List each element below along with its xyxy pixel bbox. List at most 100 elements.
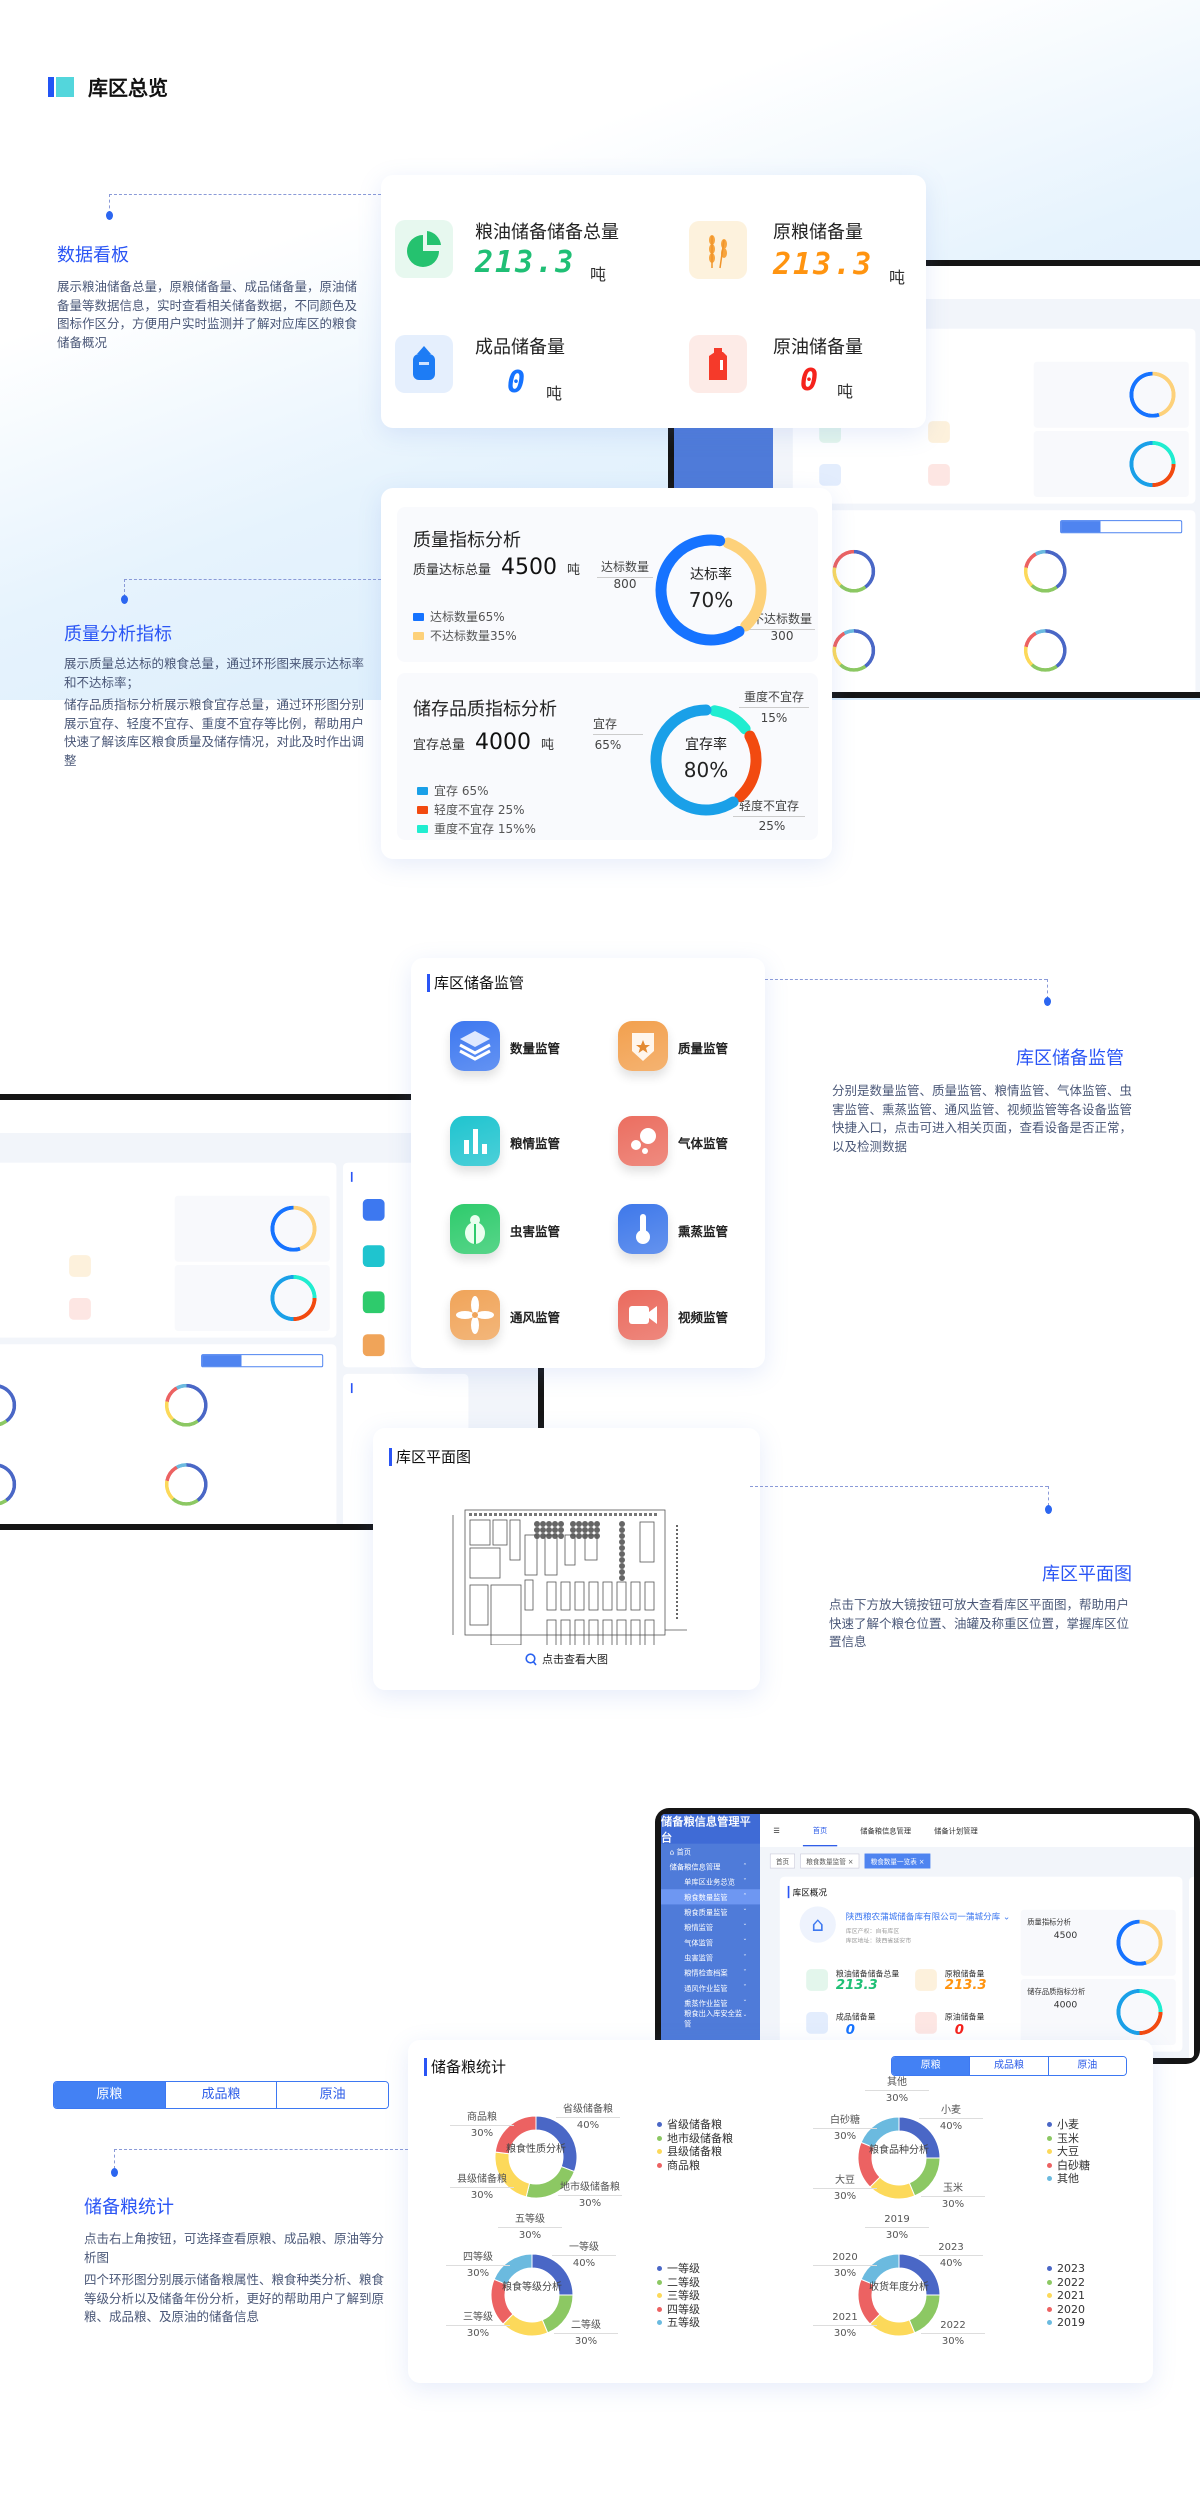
sidebar-item[interactable] — [674, 463, 773, 478]
legend-item[interactable]: 三等级 — [657, 2289, 700, 2303]
monitor-item-label[interactable]: 数量监管 — [510, 1041, 561, 1056]
overview-panel: 库区概况 ⌂ 陕西粮农蒲城储备库有限公司一蒲城分库 ⌄ 库区产权：自有库区 库区… — [779, 1876, 1183, 2052]
legend-label: 2022 — [1057, 2275, 1085, 2289]
connector-line — [114, 2149, 408, 2150]
slice-name: 二等级 — [554, 2318, 618, 2334]
legend-label: 省级储备粮 — [667, 2118, 722, 2131]
slice-percent: 30% — [885, 2093, 909, 2104]
monitor-item-label[interactable]: 视频监管 — [678, 1310, 729, 1325]
mini-tabs[interactable] — [1060, 520, 1183, 534]
monitor-item-label[interactable]: 粮情监管 — [510, 1136, 561, 1151]
legend-item[interactable]: 其他 — [1047, 2172, 1090, 2186]
segment-value: 15% — [760, 711, 788, 725]
total-label: 质量达标总量 — [413, 563, 492, 578]
nav-plan-management[interactable]: 储备计划管理 — [934, 1827, 978, 1836]
tab-finished-grain[interactable]: 成品粮 — [969, 2057, 1048, 2075]
legend-item[interactable]: 商品粮 — [657, 2159, 733, 2173]
sidebar-item[interactable] — [674, 432, 773, 447]
donut-segment — [734, 730, 762, 803]
mini-tabs[interactable] — [201, 1354, 324, 1368]
tab-crude-oil[interactable]: 原油 — [1047, 2057, 1126, 2075]
legend-item[interactable]: 小麦 — [1047, 2118, 1090, 2132]
legend-item[interactable]: 二等级 — [657, 2276, 700, 2290]
tag-quantity-list[interactable]: 粮食数量一览表 × — [864, 1853, 931, 1869]
video-camera-icon[interactable] — [618, 1290, 668, 1340]
legend-label: 2020 — [1057, 2302, 1085, 2316]
legend-item[interactable]: 2022 — [1047, 2276, 1085, 2290]
sidebar-item[interactable] — [674, 448, 773, 463]
card-grain-type-tabs: 原粮 成品粮 原油 — [891, 2056, 1127, 2076]
view-large-image-link[interactable]: 点击查看大图 — [373, 1651, 760, 1667]
sidebar-item[interactable]: ⌂ 首页 — [661, 1844, 760, 1859]
nav-info-management[interactable]: 储备粮信息管理 — [860, 1827, 912, 1836]
tag-quantity[interactable]: 粮食数量监管 × — [800, 1853, 860, 1869]
tab-raw-grain[interactable]: 原粮 — [892, 2057, 970, 2075]
data-board-card: 粮油储备储备总量 213.3 吨 原粮储备量 213.3 吨 成品储备量 0 吨… — [381, 175, 926, 428]
legend-item[interactable]: 2019 — [1047, 2316, 1085, 2330]
legend-item[interactable]: 大豆 — [1047, 2145, 1090, 2159]
monitor-item-label[interactable]: 熏蒸监管 — [678, 1224, 729, 1239]
legend-item[interactable]: 四等级 — [657, 2303, 700, 2317]
page-title-text: 库区总览 — [88, 76, 168, 100]
legend-item[interactable]: 五等级 — [657, 2316, 700, 2330]
shield-star-icon[interactable] — [618, 1021, 668, 1071]
legend-item[interactable]: 地市级储备粮 — [657, 2132, 733, 2146]
chevron-icon: ˇ — [743, 1983, 747, 1993]
monitor-item-label[interactable]: 虫害监管 — [510, 1224, 561, 1239]
tag-bar: 首页 粮食数量监管 × 粮食数量一览表 × — [769, 1853, 931, 1869]
floor-plan-image[interactable] — [425, 1500, 695, 1645]
legend-item: 不达标数量35% — [413, 627, 517, 644]
monitor-card: 库区储备监管 数量监管质量监管粮情监管气体监管虫害监管熏蒸监管通风监管视频监管 — [411, 958, 765, 1368]
legend-item[interactable]: 县级储备粮 — [657, 2145, 733, 2159]
tab-crude-oil[interactable]: 原油 — [276, 2082, 388, 2108]
legend-item[interactable]: 一等级 — [657, 2262, 700, 2276]
sidebar-item-label: 粮情检查档案 — [684, 1969, 728, 1978]
layers-icon — [362, 1199, 385, 1221]
legend-label: 重度不宜存 15%% — [434, 822, 536, 836]
legend-item[interactable]: 2023 — [1047, 2262, 1085, 2276]
layers-icon[interactable] — [450, 1021, 500, 1071]
menu-toggle-icon[interactable]: ☰ — [773, 1826, 780, 1835]
legend-item[interactable]: 玉米 — [1047, 2132, 1090, 2146]
stat-unit: 吨 — [546, 384, 563, 403]
monitor-item-label[interactable]: 质量监管 — [678, 1041, 729, 1056]
segment-value: 800 — [613, 577, 637, 591]
nav-home[interactable]: 首页 — [802, 1815, 838, 1847]
tab-finished-grain[interactable]: 成品粮 — [164, 2082, 277, 2108]
monitor-item-label[interactable]: 通风监管 — [510, 1310, 561, 1325]
chart-legend: 小麦玉米大豆白砂糖其他 — [1047, 2118, 1090, 2186]
company-select[interactable]: 陕西粮农蒲城储备库有限公司一蒲城分库 ⌄ — [845, 1911, 1011, 1922]
bug-icon[interactable] — [450, 1204, 500, 1254]
tag-home[interactable]: 首页 — [769, 1853, 795, 1869]
donut-center-label: 收货年度分析 — [869, 2282, 929, 2293]
legend-item[interactable]: 2020 — [1047, 2303, 1085, 2317]
monitor-item-label[interactable]: 气体监管 — [678, 1136, 729, 1151]
tab-raw-grain[interactable]: 原粮 — [54, 2082, 165, 2108]
legend-item[interactable]: 省级储备粮 — [657, 2118, 733, 2132]
slice-percent: 30% — [941, 2199, 965, 2210]
storage-donut-chart — [650, 704, 762, 816]
bar-chart-icon[interactable] — [450, 1116, 500, 1166]
bubbles-icon[interactable] — [618, 1116, 668, 1166]
property: 库区产权：自有库区 — [845, 1927, 900, 1935]
legend-item[interactable]: 2021 — [1047, 2289, 1085, 2303]
donut-center-label: 粮食品种分析 — [869, 2145, 929, 2156]
slice-name: 商品粮 — [450, 2110, 514, 2126]
fan-icon[interactable] — [450, 1290, 500, 1340]
stat-unit: 吨 — [837, 382, 854, 401]
thermometer-icon[interactable] — [618, 1204, 668, 1254]
legend-item[interactable]: 白砂糖 — [1047, 2159, 1090, 2173]
